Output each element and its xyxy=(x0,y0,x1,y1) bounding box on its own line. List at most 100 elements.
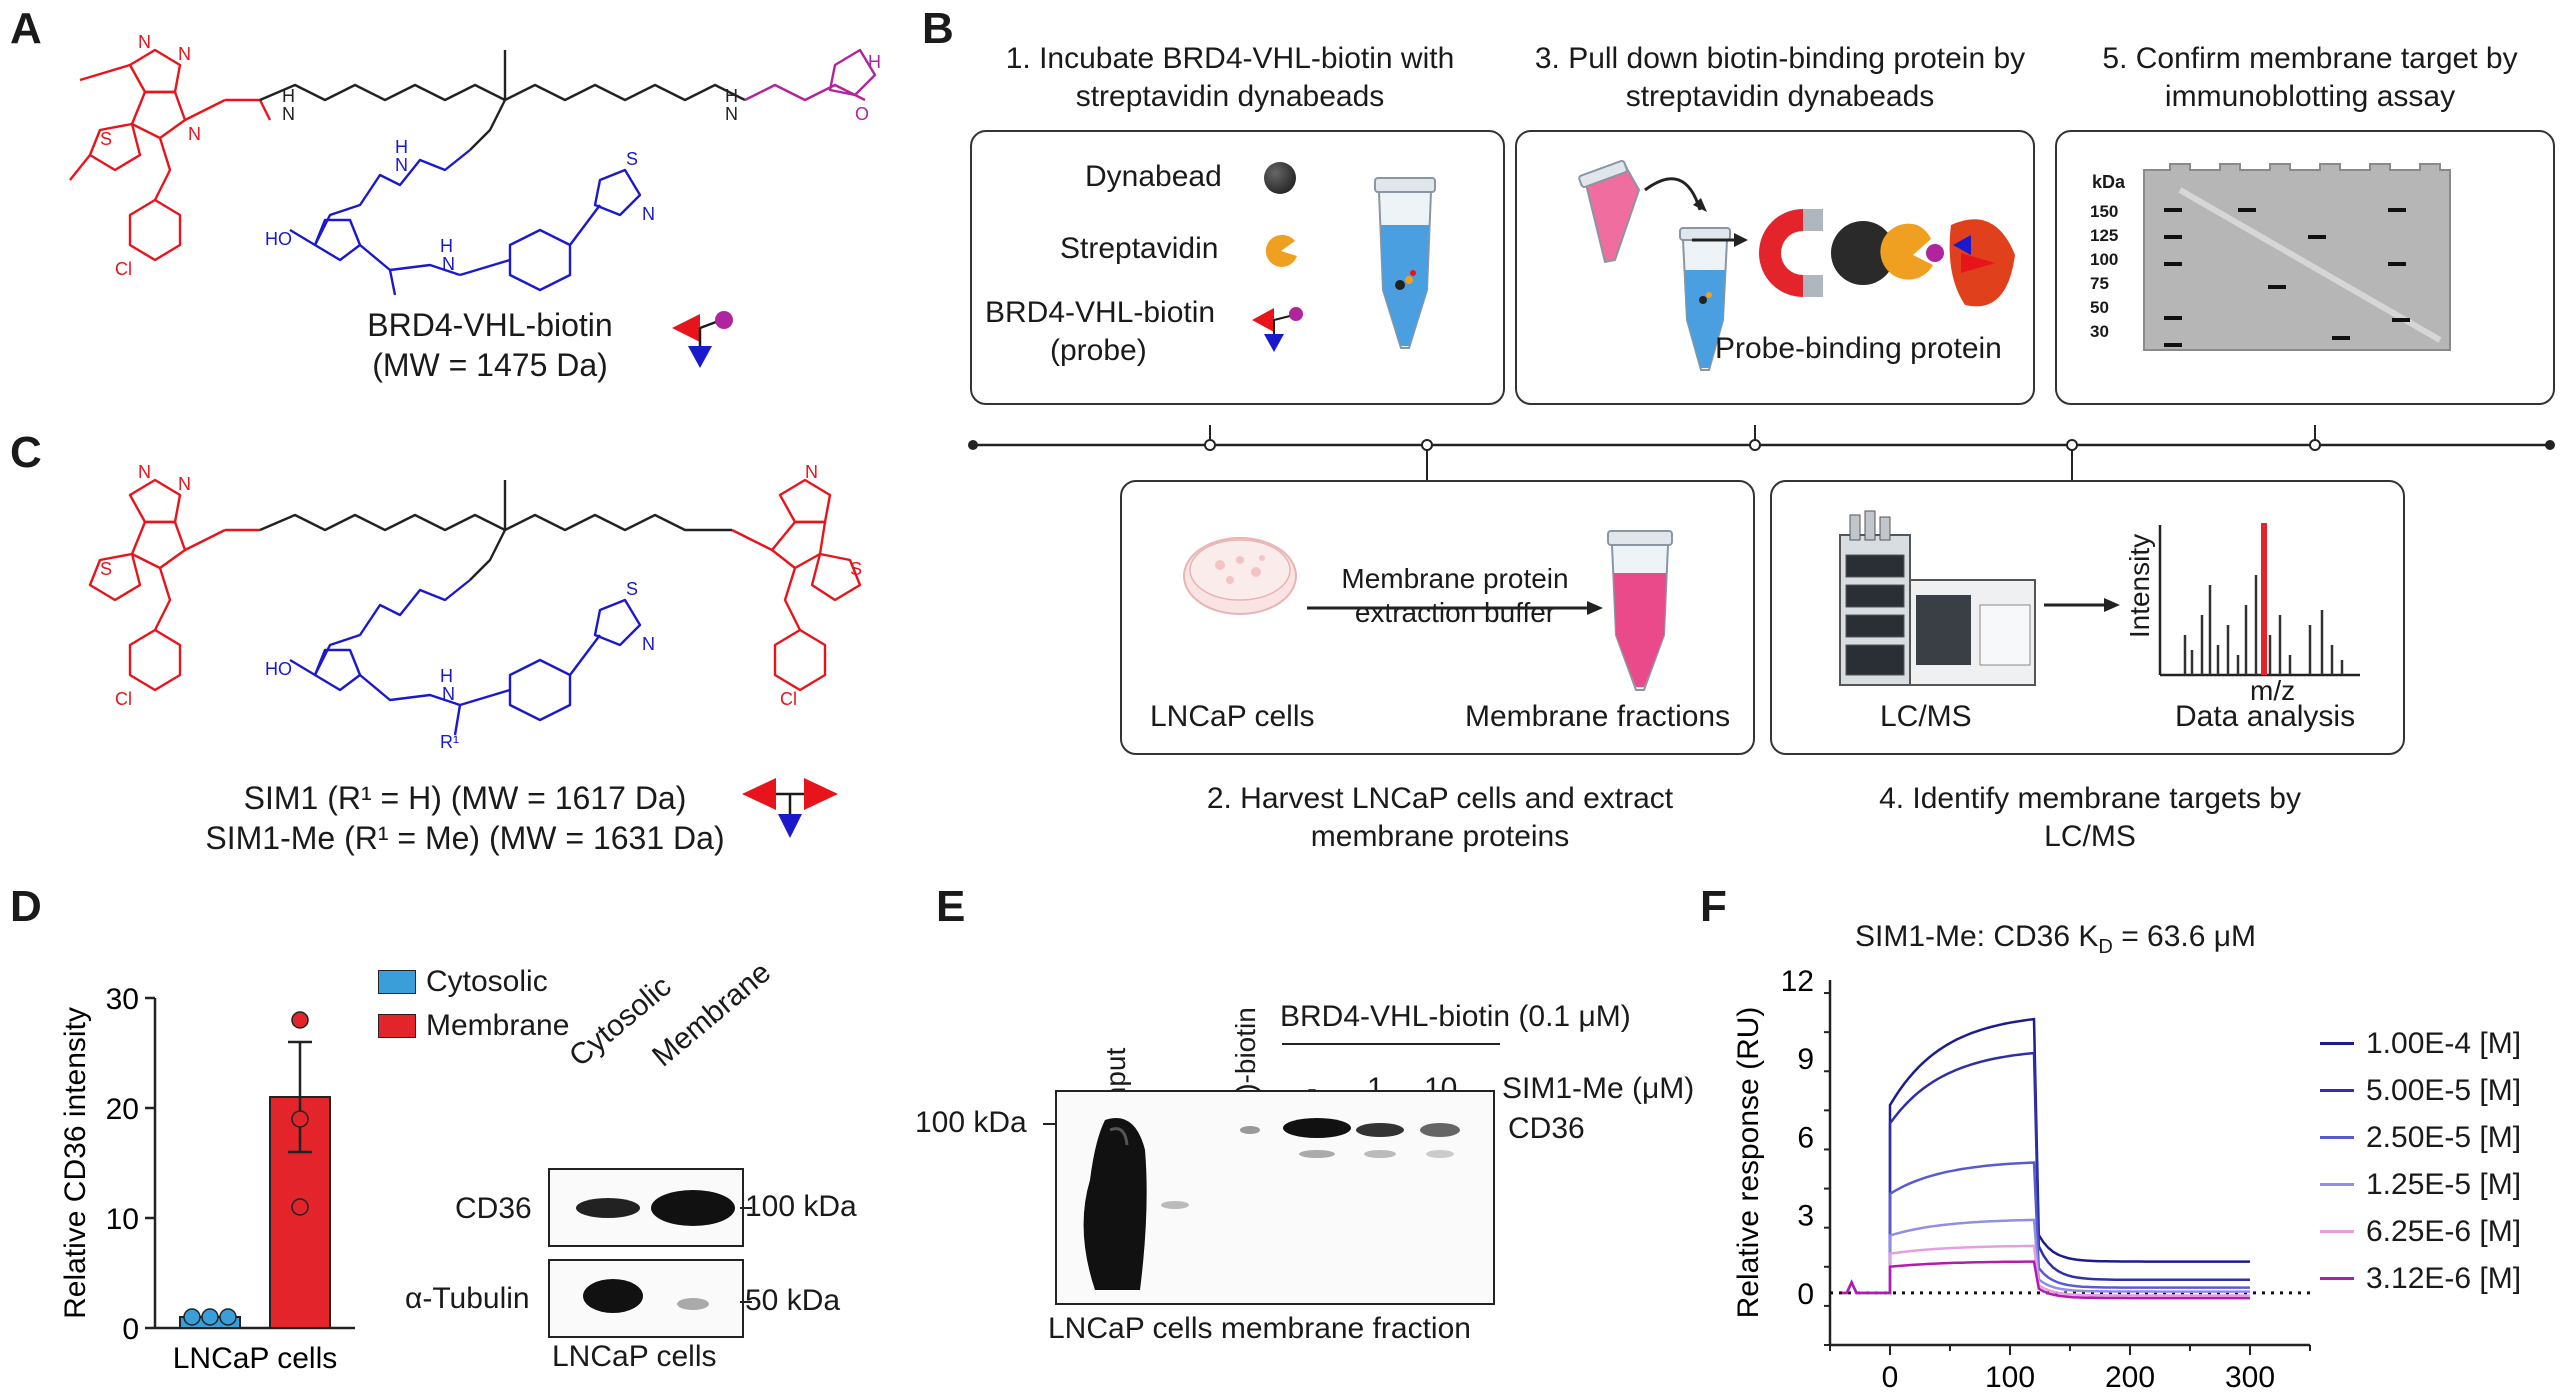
step4-box xyxy=(1770,480,2405,755)
panel-label-a: A xyxy=(10,4,42,53)
legend-label: 1.00E-4 [M] xyxy=(2366,1026,2522,1060)
svg-text:O: O xyxy=(855,104,869,124)
tube-beads-icon xyxy=(1374,177,1436,349)
wb-marker-50-tick xyxy=(740,1301,752,1303)
legend-probe-sub: (probe) xyxy=(1050,334,1147,367)
timeline-connector xyxy=(968,425,2555,480)
legend-streptavidin-label: Streptavidin xyxy=(1060,232,1219,265)
kda-list: 150 125 100 75 50 30 xyxy=(2090,200,2118,344)
data-point xyxy=(291,1198,309,1216)
y-axis-label: Relative CD36 intensity xyxy=(59,1007,92,1319)
y-tick-label: 0 xyxy=(122,1313,139,1346)
step2-title: 2. Harvest LNCaP cells and extract membr… xyxy=(1206,782,1674,853)
step4-title: 4. Identify membrane targets by LC/MS xyxy=(1879,782,2301,853)
svg-text:N: N xyxy=(725,104,738,124)
y-tick-label: 30 xyxy=(106,983,139,1016)
step5-title: 5. Confirm membrane target by immunoblot… xyxy=(2102,42,2518,113)
kda-125: 125 xyxy=(2090,226,2119,245)
kda-75: 75 xyxy=(2090,274,2109,293)
data-point xyxy=(291,1110,309,1128)
panel-f-title-sub: D xyxy=(2098,936,2113,958)
svg-text:S: S xyxy=(100,129,112,149)
legend-label: 3.12E-6 [M] xyxy=(2366,1261,2522,1295)
svg-text:N: N xyxy=(642,204,655,224)
svg-text:Cl: Cl xyxy=(115,689,132,709)
membrane-buffer-text: Membrane protein extraction buffer xyxy=(1341,563,1569,628)
right-arrow-icon xyxy=(1692,233,1748,247)
e-band-cd36: CD36 xyxy=(1508,1112,1585,1145)
x-tick-label: 100 xyxy=(1985,1361,2035,1394)
data-analysis-label: Data analysis xyxy=(2175,700,2356,733)
svg-text:N: N xyxy=(188,124,201,144)
y-tick-label: 6 xyxy=(1797,1121,1814,1154)
kda-150: 150 xyxy=(2090,202,2119,221)
svg-text:S: S xyxy=(850,559,862,579)
series-line-2 xyxy=(1842,1161,2250,1295)
series-line-1 xyxy=(1842,1051,2250,1295)
probe-header-line xyxy=(1282,1043,1500,1045)
probe-legend-icon xyxy=(1252,307,1303,352)
legend-dynabead-label: Dynabead xyxy=(1085,160,1222,193)
y-axis-label: Relative response (RU) xyxy=(1732,1007,1765,1319)
x-category-label: LNCaP cells xyxy=(173,1342,338,1375)
immunoblot-gel-icon xyxy=(2143,163,2451,351)
svg-text:N: N xyxy=(282,104,295,124)
svg-text:H: H xyxy=(868,52,880,72)
svg-text:S: S xyxy=(100,559,112,579)
svg-text:H: H xyxy=(282,86,295,106)
data-point xyxy=(201,1308,219,1326)
magnet-complex-icon xyxy=(1759,209,2015,307)
legend-entry: 6.25E-6 [M] xyxy=(2320,1208,2555,1255)
lcms-label: LC/MS xyxy=(1880,700,1972,733)
x-tick-label: 200 xyxy=(2105,1361,2155,1394)
kda-100: 100 xyxy=(2090,250,2119,269)
e-marker-100: 100 kDa xyxy=(915,1106,1027,1139)
legend-swatch xyxy=(2320,1136,2354,1139)
panel-f-title-tail: = 63.6 μM xyxy=(2112,920,2257,953)
series-line-3 xyxy=(1842,1218,2250,1295)
svg-text:HO: HO xyxy=(265,659,292,679)
intensity-axis-label: Intensity xyxy=(2124,533,2155,639)
data-point xyxy=(291,1011,309,1029)
petri-dish-icon xyxy=(1183,537,1297,615)
wb-marker-100: 100 kDa xyxy=(745,1190,857,1223)
probe-header: BRD4-VHL-biotin (0.1 μM) xyxy=(1280,1000,1631,1033)
svg-text:H: H xyxy=(440,666,453,686)
panel-label-d: D xyxy=(10,882,42,931)
svg-text:N: N xyxy=(442,254,455,274)
step1-title: 1. Incubate BRD4-VHL-biotin with strepta… xyxy=(1005,42,1455,113)
step3-title: 3. Pull down biotin-binding protein by s… xyxy=(1534,42,2026,113)
panel-label-f: F xyxy=(1700,882,1727,931)
series-line-0 xyxy=(1842,1017,2250,1295)
legend-entry: 1.00E-4 [M] xyxy=(2320,1020,2555,1067)
y-tick-label: 0 xyxy=(1797,1278,1814,1311)
legend-entry: 3.12E-6 [M] xyxy=(2320,1255,2555,1302)
svg-text:H: H xyxy=(725,86,738,106)
probe-glyph-icon xyxy=(672,311,733,368)
panel-label-e: E xyxy=(936,882,966,931)
lcms-instrument-icon xyxy=(1839,510,2036,686)
kda-50: 50 xyxy=(2090,298,2109,317)
mz-axis-label: m/z xyxy=(2250,675,2296,706)
pulldown-tubes-icon xyxy=(1578,159,1731,371)
panel-f-title-main: SIM1-Me: CD36 K xyxy=(1855,920,2099,953)
legend-swatch-membrane xyxy=(378,1014,416,1038)
y-tick-label: 10 xyxy=(106,1203,139,1236)
legend-entry: 2.50E-5 [M] xyxy=(2320,1114,2555,1161)
legend-probe-label: BRD4-VHL-biotin xyxy=(985,296,1216,329)
panel-c-caption: SIM1 (R¹ = H) (MW = 1617 Da) SIM1-Me (R¹… xyxy=(180,778,750,858)
legend-swatch xyxy=(2320,1183,2354,1186)
svg-text:HO: HO xyxy=(265,229,292,249)
mass-spectrum-icon xyxy=(2158,523,2360,677)
svg-text:H: H xyxy=(440,236,453,256)
membrane-fractions-label: Membrane fractions xyxy=(1465,700,1731,733)
legend-swatch xyxy=(2320,1089,2354,1092)
sim1-glyph-icon xyxy=(742,778,838,838)
legend-cytosolic: Cytosolic xyxy=(426,965,548,998)
data-point xyxy=(219,1308,237,1326)
panel-c-line1: SIM1 (R¹ = H) (MW = 1617 Da) xyxy=(243,780,687,816)
sim-label: SIM1-Me (μM) xyxy=(1502,1072,1695,1105)
analysis-arrow-icon xyxy=(2044,598,2120,612)
wb-col-membrane: Membrane xyxy=(646,955,778,1074)
